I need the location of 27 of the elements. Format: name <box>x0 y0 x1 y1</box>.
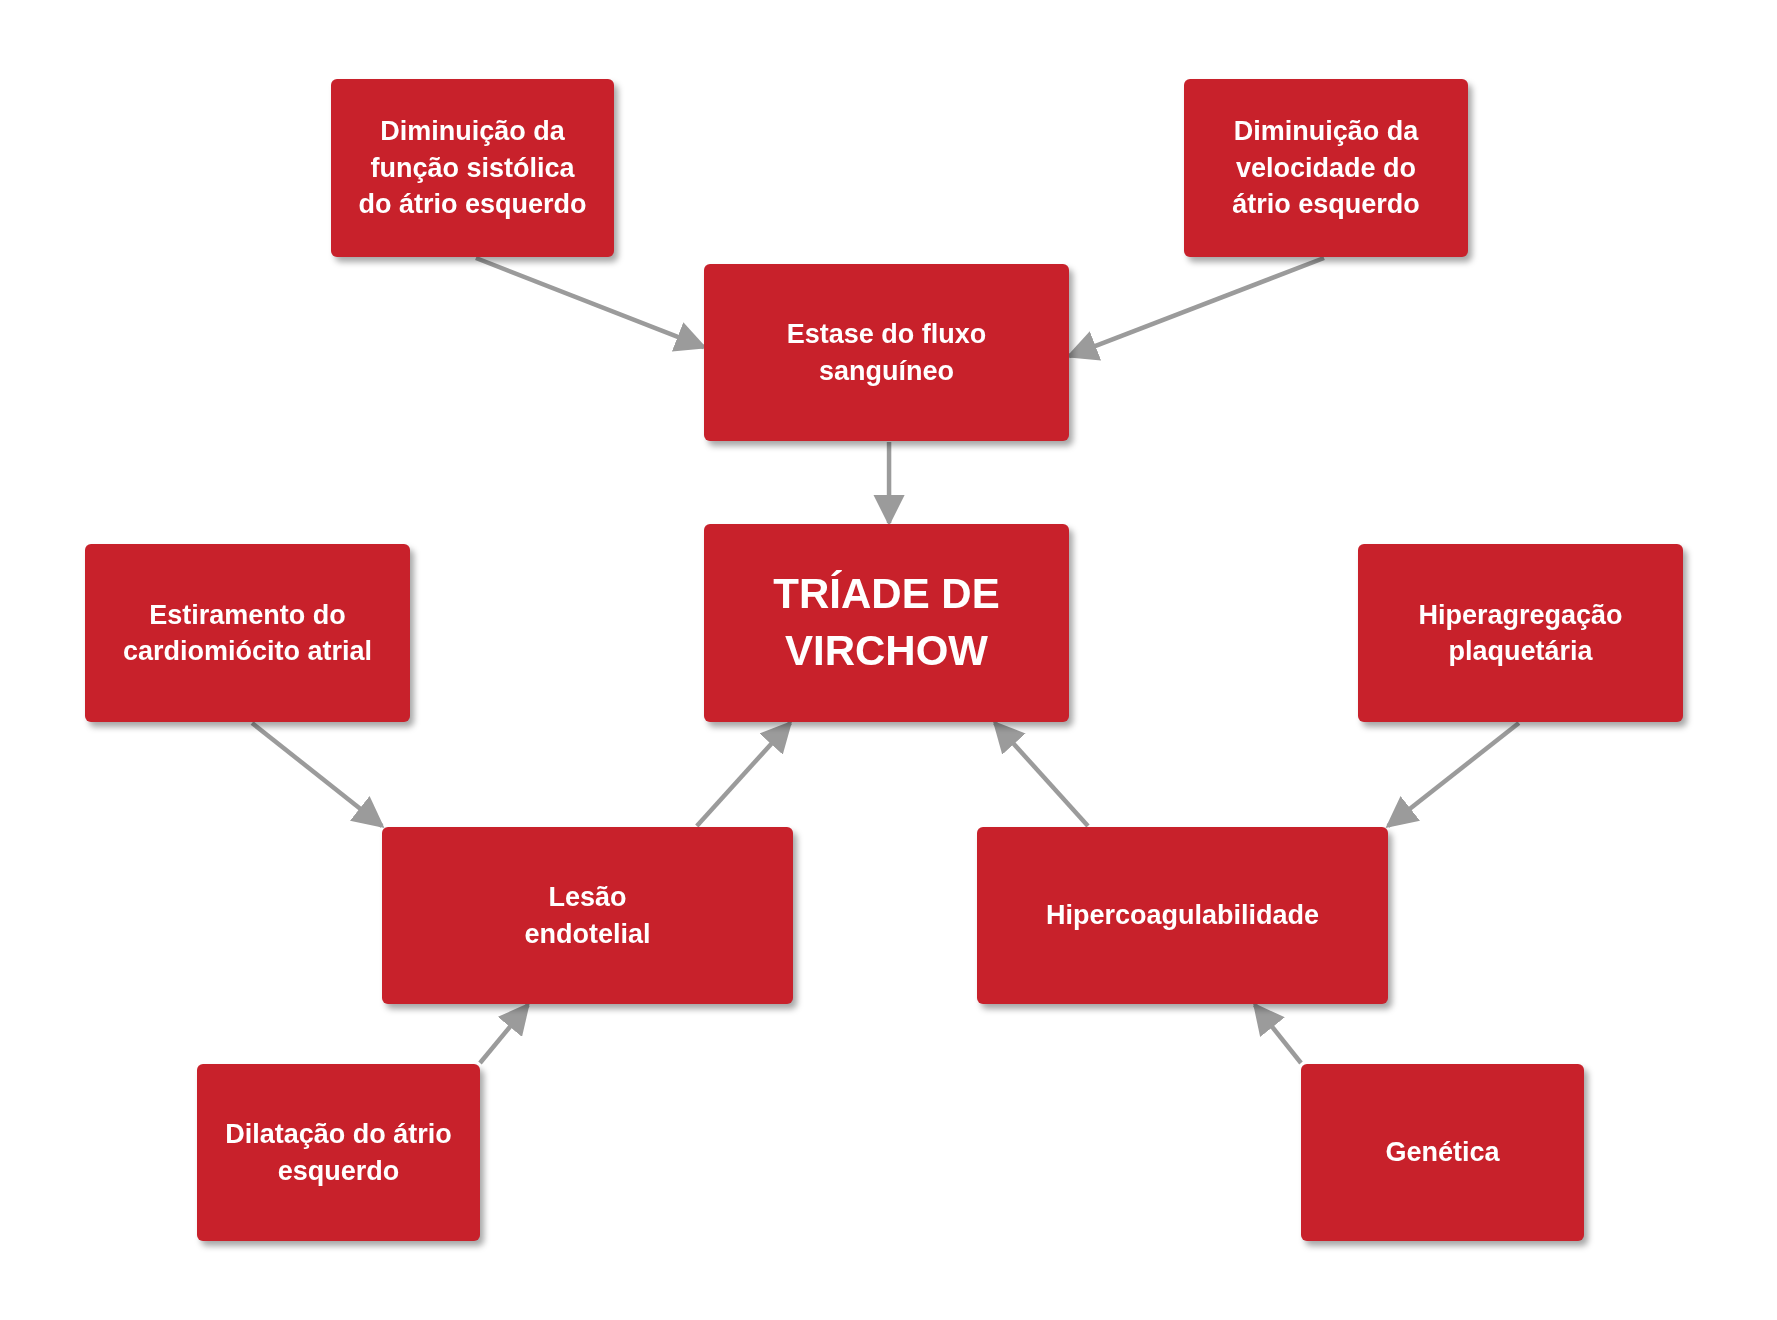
box-label: Genética <box>1385 1136 1500 1170</box>
box-label: Diminuição da função sistólica do átrio esquerdo <box>357 115 588 222</box>
process-box <box>331 79 614 257</box>
arrow <box>250 721 385 828</box>
box-label: Lesão endotelial <box>523 881 652 951</box>
process-box <box>704 524 1069 722</box>
box-label: Hiperagregação plaquetária <box>1417 598 1624 668</box>
process-box <box>704 264 1069 441</box>
process-box <box>1301 1064 1584 1241</box>
arrow <box>873 442 905 527</box>
arrow <box>992 720 1090 828</box>
box-label: Estiramento do cardiomiócito atrial <box>121 598 374 668</box>
process-box <box>1184 79 1468 257</box>
box-label: Dilatação do átrio esquerdo <box>224 1118 453 1188</box>
arrow <box>478 1002 530 1065</box>
box-label: Diminuição da velocidade do átrio esquerdo <box>1231 115 1421 222</box>
box-label: TRÍADE DE VIRCHOW <box>772 569 1001 676</box>
arrow <box>695 720 793 828</box>
process-box <box>1358 544 1683 722</box>
process-box <box>382 827 793 1004</box>
box-label: Estase do fluxo sanguíneo <box>785 318 988 388</box>
arrow <box>1385 721 1521 828</box>
process-box <box>977 827 1388 1004</box>
process-box <box>197 1064 480 1241</box>
arrow <box>1252 1002 1303 1065</box>
process-box <box>85 544 410 722</box>
box-label: Hipercoagulabilidade <box>1045 899 1320 933</box>
